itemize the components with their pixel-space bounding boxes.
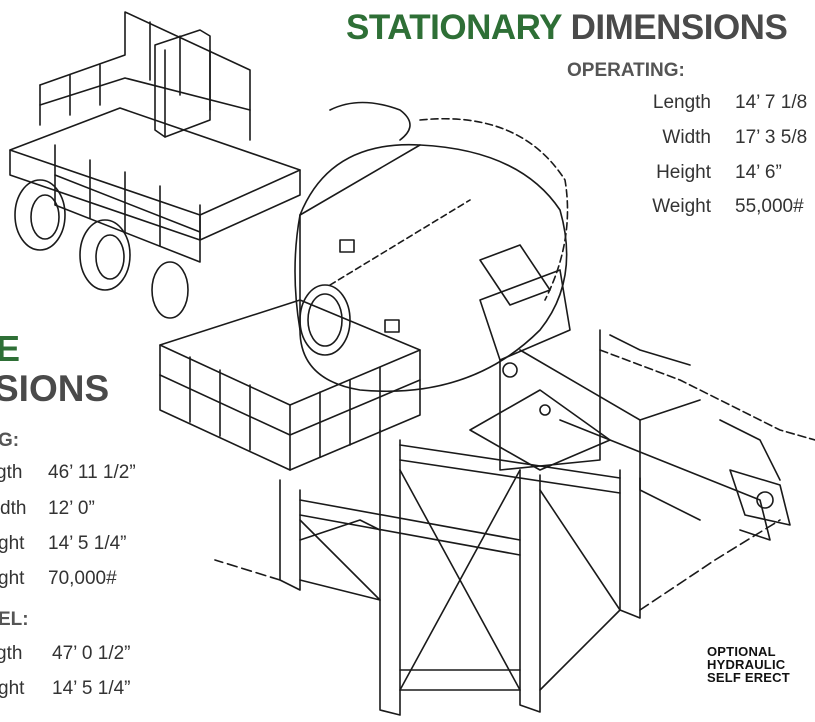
portable-spec-label: ght (0, 533, 25, 554)
portable-travel-label: EL: (0, 609, 29, 630)
work-platform (159, 299, 421, 471)
portable-spec-value: 70,000# (48, 568, 117, 589)
portable-title-rest: SIONS (0, 368, 110, 409)
optional-self-erect-note: OPTIONAL HYDRAULIC SELF ERECT (707, 645, 790, 684)
ground-lines (214, 519, 781, 611)
note-line: SELF ERECT (707, 670, 790, 685)
truck-frame (9, 11, 301, 263)
stationary-spec-label: Weight (652, 196, 711, 217)
portable-spec-label: gth (0, 643, 23, 664)
portable-spec-value: 46’ 11 1/2” (48, 462, 136, 483)
portable-spec-value: 14’ 5 1/4” (52, 678, 131, 699)
support-frame (469, 244, 815, 541)
portable-spec-label: ght (0, 568, 25, 589)
portable-spec-label: gth (0, 462, 23, 483)
stationary-title: STATIONARY DIMENSIONS (346, 8, 788, 48)
stationary-subtitle: OPERATING: (567, 60, 685, 81)
portable-spec-value: 47’ 0 1/2” (52, 643, 131, 664)
portable-spec-label: ght (0, 678, 25, 699)
stationary-title-rest: DIMENSIONS (561, 8, 788, 47)
truck-wheels (14, 179, 189, 319)
stationary-spec-label: Length (652, 92, 711, 113)
portable-spec-value: 14’ 5 1/4” (48, 533, 127, 554)
stationary-spec-value: 14’ 7 1/8 (735, 92, 808, 113)
support-tower (279, 429, 641, 716)
portable-title-accent: E (0, 328, 21, 369)
note-line: HYDRAULIC (707, 657, 786, 672)
note-line: OPTIONAL (707, 644, 776, 659)
portable-spec-label: dth (0, 498, 27, 519)
stationary-spec-label: Height (656, 162, 711, 183)
stationary-spec-value: 17’ 3 5/8 (735, 127, 808, 148)
portable-operating-label: G: (0, 430, 20, 451)
stationary-spec-label: Width (662, 127, 711, 148)
stationary-title-accent: STATIONARY (346, 8, 562, 47)
mixer-drum (294, 101, 569, 393)
stationary-spec-value: 14’ 6” (735, 162, 782, 183)
stationary-spec-value: 55,000# (735, 196, 804, 217)
portable-spec-value: 12’ 0” (48, 498, 95, 519)
